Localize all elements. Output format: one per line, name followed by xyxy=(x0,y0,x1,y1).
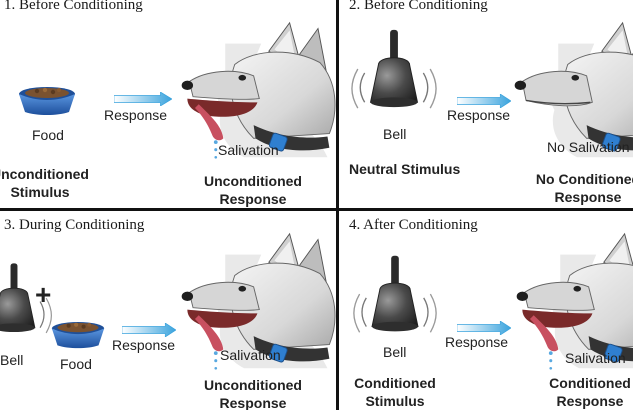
vertical-divider xyxy=(336,0,339,410)
response-label: Response xyxy=(447,107,511,123)
horizontal-divider xyxy=(0,208,633,211)
food-label: Food xyxy=(60,356,92,372)
bell-icon xyxy=(351,251,439,339)
salivation-label: Salivation xyxy=(218,142,279,158)
panel-title: 2. Before Conditioning xyxy=(349,0,488,13)
bell-icon xyxy=(349,26,439,114)
food-bowl-icon xyxy=(50,321,106,351)
panel-title: 1. Before Conditioning xyxy=(4,0,143,13)
bell-label: Bell xyxy=(383,344,407,360)
response-arrow-icon xyxy=(457,321,511,335)
panel-4-after-conditioning: 4. After Conditioning Bell Response Sali… xyxy=(339,211,633,410)
panel-1-before-conditioning-food: 1. Before Conditioning Food Response Sal… xyxy=(0,0,336,208)
food-label: Food xyxy=(32,127,64,143)
salivation-label: Salivation xyxy=(220,347,281,363)
response-label: Response xyxy=(104,107,168,123)
response-arrow-icon xyxy=(457,94,511,108)
no-salivation-label: No Salivation xyxy=(547,139,630,155)
panel-2-before-conditioning-bell: 2. Before Conditioning Bell Response No … xyxy=(339,0,633,208)
food-bowl-icon xyxy=(16,86,78,118)
bell-label: Bell xyxy=(0,352,24,368)
panel-title: 4. After Conditioning xyxy=(349,217,478,233)
response-label: Response xyxy=(445,334,509,350)
panel-title: 3. During Conditioning xyxy=(4,217,145,233)
plus-sign: + xyxy=(35,279,52,310)
response-label: Response xyxy=(112,337,176,353)
salivation-label: Salivation xyxy=(565,350,626,366)
response-arrow-icon xyxy=(114,92,172,106)
panel-3-during-conditioning: 3. During Conditioning Bell + Food Respo… xyxy=(0,211,336,410)
dog-salivating-icon xyxy=(176,20,336,162)
neutral-stimulus-label: Neutral Stimulus xyxy=(349,161,461,177)
bell-label: Bell xyxy=(383,126,407,142)
response-arrow-icon xyxy=(122,323,176,337)
